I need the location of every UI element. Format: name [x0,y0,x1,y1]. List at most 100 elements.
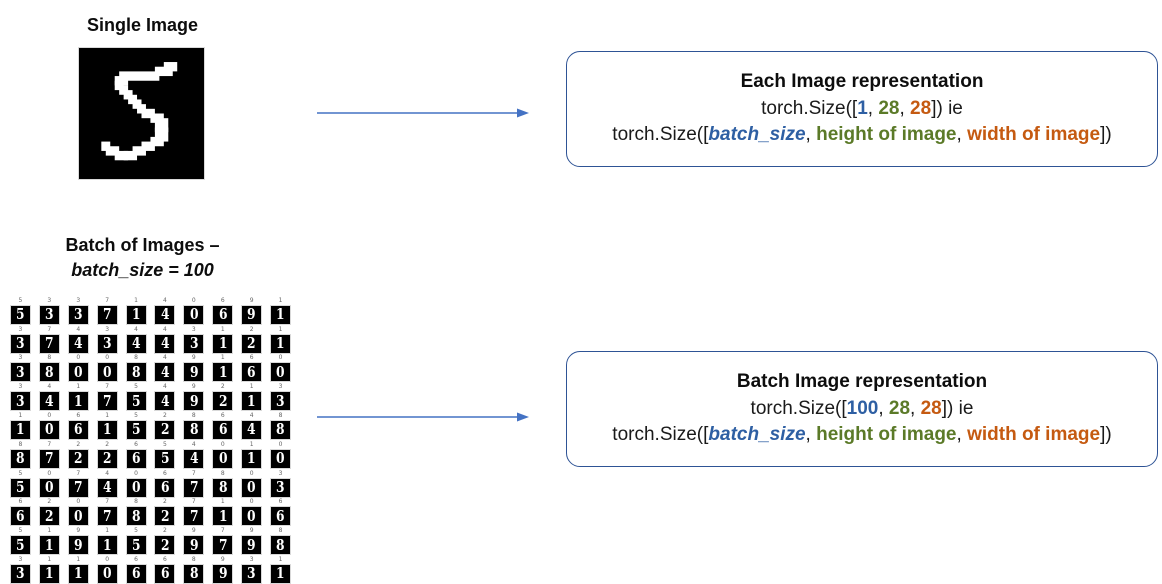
legend-width: width of image [967,423,1101,445]
batch-tile-digit-glyph: 8 [218,478,228,497]
batch-tile-digit-glyph: 5 [131,420,141,439]
batch-tile-image: 4 [67,333,89,354]
batch-tile-label: 8 [134,498,138,506]
batch-tile-digit-glyph: 7 [102,391,112,410]
batch-tile-label: 7 [47,325,52,333]
batch-tile-digit-glyph: 4 [45,391,54,410]
batch-tile-label: 6 [220,296,225,304]
batch-tile-image: 0 [270,362,292,383]
code-sep-2: , [899,98,911,120]
batch-tile-digit-glyph: 7 [45,334,54,353]
batch-tile-image: 1 [9,419,31,440]
batch-tile-image: 3 [9,391,31,412]
code-sep-2: , [910,398,921,420]
arrow-batch-images-to-representation [317,409,529,425]
batch-tile-image: 5 [125,419,147,440]
batch-tile-label: 0 [105,354,110,362]
batch-tile-label: 1 [105,527,110,535]
batch-tile-image: 0 [212,448,234,469]
callout-each-image-representation: Each Image representation torch.Size([1,… [566,51,1158,167]
batch-tile-label: 7 [191,469,196,477]
batch-images-title: Batch of Images – batch_size = 100 [0,234,285,281]
batch-tile-digit-glyph: 1 [45,535,54,554]
batch-tile-label: 5 [163,440,167,448]
batch-tile-label: 8 [191,555,196,563]
batch-tile-image: 4 [154,333,176,354]
batch-tile-label: 7 [47,440,52,448]
batch-tile-image: 8 [183,419,205,440]
batch-tile-digit-glyph: 3 [73,305,83,324]
batch-tile-label: 0 [76,354,81,362]
batch-tile-image: 0 [183,304,205,325]
batch-tile-image: 1 [241,448,263,469]
batch-tile-label: 1 [249,383,254,391]
batch-tile-image: 5 [9,535,31,556]
batch-tile-digit-glyph: 6 [218,305,228,324]
batch-tile-digit-glyph: 8 [131,362,141,381]
batch-tile-digit-glyph: 9 [189,362,199,381]
batch-tile-image: 1 [241,391,263,412]
batch-tile-digit-glyph: 9 [73,535,83,554]
batch-tile-image: 7 [96,304,118,325]
batch-tile-digit-glyph: 2 [102,449,112,468]
batch-tile-digit-glyph: 9 [189,535,199,554]
batch-tile-label: 0 [249,498,254,506]
batch-tile-image: 3 [9,333,31,354]
code-suffix: ]) ie [931,98,963,120]
batch-tile-image: 0 [125,477,147,498]
batch-tile-image: 7 [212,535,234,556]
mnist-digit-five-glyph [79,48,204,179]
batch-tile-label: 0 [47,411,52,419]
callout-title-batch: Batch Image representation [736,371,988,393]
batch-tile-digit-glyph: 2 [45,506,54,525]
batch-tile-digit-glyph: 0 [102,564,112,583]
batch-tile-label: 1 [249,440,254,448]
batch-tile-label: 4 [105,469,110,477]
code-prefix: torch.Size([ [750,398,847,420]
batch-tile-digit-glyph: 1 [218,334,228,353]
batch-tile-label: 0 [47,469,52,477]
batch-tile-digit-glyph: 4 [73,334,83,353]
batch-tile-image: 1 [67,563,89,584]
batch-tile-label: 1 [76,383,81,391]
legend-height: height of image [816,123,957,145]
batch-tile-image: 7 [67,477,89,498]
batch-tile-image: 6 [154,477,176,498]
batch-tile-digit-glyph: 9 [247,535,256,554]
batch-tile-image: 7 [38,333,60,354]
batch-tile-image: 1 [212,362,234,383]
batch-tile-label: 5 [18,469,23,477]
batch-tile-label: 3 [249,555,254,563]
legend-sep-1: , [805,123,817,145]
batch-tile-image: 3 [270,391,292,412]
batch-tile-label: 3 [76,296,81,304]
batch-tile-image: 1 [125,304,147,325]
